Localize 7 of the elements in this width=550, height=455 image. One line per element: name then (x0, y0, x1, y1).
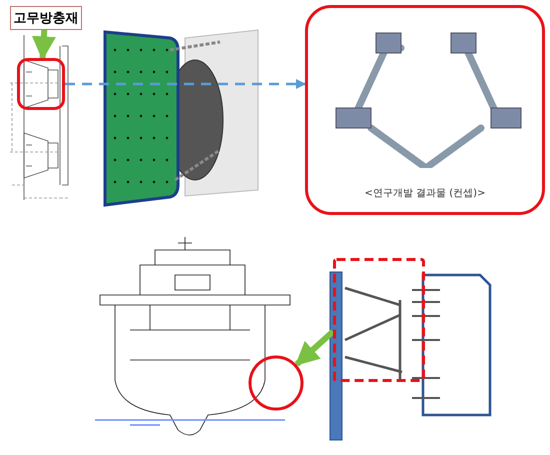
arrow (294, 329, 335, 366)
node-label: <연구개발 결과물 (컨셉)> (364, 187, 486, 200)
arrow (65, 79, 306, 89)
arrow (32, 30, 56, 60)
label-box (10, 6, 82, 30)
callout-frame (305, 5, 545, 215)
callout-label: 고무방충재 (14, 10, 78, 27)
